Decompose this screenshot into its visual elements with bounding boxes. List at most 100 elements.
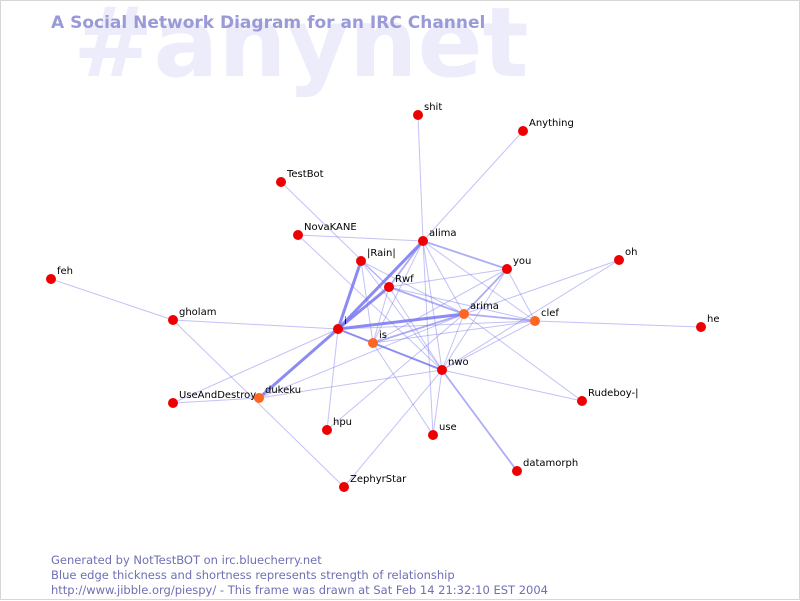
node-testbot: TestBot [276, 169, 324, 187]
channel-watermark: #anynet [73, 0, 529, 99]
edge-alima-clef [422, 240, 536, 322]
edge-alima-arima [422, 240, 465, 315]
node-dot [518, 126, 528, 136]
edge-you-arima [463, 268, 508, 315]
node-label: |Rain| [367, 248, 396, 259]
node-label: Anything [529, 118, 574, 129]
node-gholam: gholam [168, 307, 216, 325]
node-rwf: Rwf [384, 274, 414, 292]
edge-arima-nwo [441, 313, 465, 371]
node-label: UseAndDestroy [179, 390, 256, 401]
node-label: dukeku [265, 385, 301, 396]
node-dot [168, 398, 178, 408]
node-dot [459, 309, 469, 319]
edge-i-dukeku [258, 327, 339, 400]
node-he: he [696, 314, 720, 332]
edge-is-nwo [372, 342, 443, 371]
node-label: shit [424, 102, 442, 113]
node-dot [322, 425, 332, 435]
edge-feh-gholam [50, 278, 174, 321]
footer: Generated by NotTestBOT on irc.bluecherr… [51, 553, 548, 598]
node-datamorph: datamorph [512, 458, 578, 476]
edge-you-clef [506, 268, 536, 322]
node-label: feh [57, 266, 73, 277]
node-dot [530, 316, 540, 326]
edge-alima-use [422, 240, 434, 436]
node-label: oh [625, 247, 637, 258]
node-dot [46, 274, 56, 284]
node-dot [339, 482, 349, 492]
edge-Rain-is [360, 260, 374, 344]
edge-nwo-dukeku [258, 369, 443, 399]
node-anything: Anything [518, 118, 574, 136]
node-dot [614, 255, 624, 265]
node-alima: alima [418, 228, 457, 246]
node-dot [577, 396, 587, 406]
edge-nwo-ZephyrStar [343, 369, 443, 488]
edge-arima-is [372, 313, 465, 344]
edge-i-hpu [326, 328, 339, 431]
node-label: he [707, 314, 720, 325]
edge-dukeku-arima [258, 313, 465, 399]
node-label: use [439, 422, 457, 433]
node-hpu: hpu [322, 417, 352, 435]
edge-TestBot-Rwf [280, 181, 390, 288]
edge-Rwf-arima [388, 286, 465, 315]
node-feh: feh [46, 266, 73, 284]
edge-nwo-datamorph [441, 369, 518, 472]
node-label: hpu [333, 417, 352, 428]
node-oh: oh [614, 247, 637, 265]
node-dot [502, 264, 512, 274]
node-label: TestBot [286, 169, 324, 180]
node-dot [293, 230, 303, 240]
node-zephyrstar: ZephyrStar [339, 474, 407, 492]
node-label: you [513, 256, 531, 267]
edge-you-Rwf [388, 268, 508, 288]
node-rain: |Rain| [356, 248, 396, 266]
node-dot [512, 466, 522, 476]
node-arima: arima [459, 301, 499, 319]
edge-NovaKANE-alima [297, 234, 424, 242]
node-label: gholam [179, 307, 216, 318]
node-label: NovaKANE [304, 222, 357, 233]
footer-legend-note: Blue edge thickness and shortness repres… [51, 568, 455, 582]
node-label: clef [541, 308, 559, 319]
edge-i-UseAndDestroy [172, 328, 339, 404]
edge-shit-alima [417, 114, 424, 242]
edge-clef-nwo [441, 320, 536, 371]
node-useanddestroy: UseAndDestroy [168, 390, 256, 408]
node-dot [276, 177, 286, 187]
edge-oh-arima [463, 259, 620, 315]
node-label: is [379, 330, 387, 341]
edge-alima-you [422, 240, 508, 270]
edge-Rwf-clef [388, 286, 536, 322]
page-title: A Social Network Diagram for an IRC Chan… [51, 13, 486, 33]
node-label: Rwf [395, 274, 414, 285]
node-i: i [333, 316, 347, 334]
node-shit: shit [413, 102, 442, 120]
edge-Anything-alima [422, 130, 524, 242]
edge-alima-is [372, 240, 424, 344]
edge-is-use [372, 342, 434, 436]
node-label: Rudeboy-| [588, 388, 639, 399]
node-use: use [428, 422, 457, 440]
edge-alima-nwo [422, 240, 443, 371]
edge-Rwf-i [337, 285, 390, 331]
edge-arima-hpu [326, 313, 465, 431]
node-dot [413, 110, 423, 120]
edge-layer [50, 114, 702, 488]
node-dot [418, 236, 428, 246]
node-label: arima [470, 301, 499, 312]
edge-alima-i [336, 239, 425, 331]
edge-alima-Rwf [388, 240, 424, 288]
node-dot [437, 365, 447, 375]
edge-clef-i [337, 320, 536, 330]
edge-arima-Rudeboy [463, 313, 583, 402]
edge-clef-is [372, 320, 536, 344]
node-dukeku: dukeku [254, 385, 301, 403]
node-dot [368, 338, 378, 348]
node-is: is [368, 330, 387, 348]
node-label: nwo [448, 357, 469, 368]
